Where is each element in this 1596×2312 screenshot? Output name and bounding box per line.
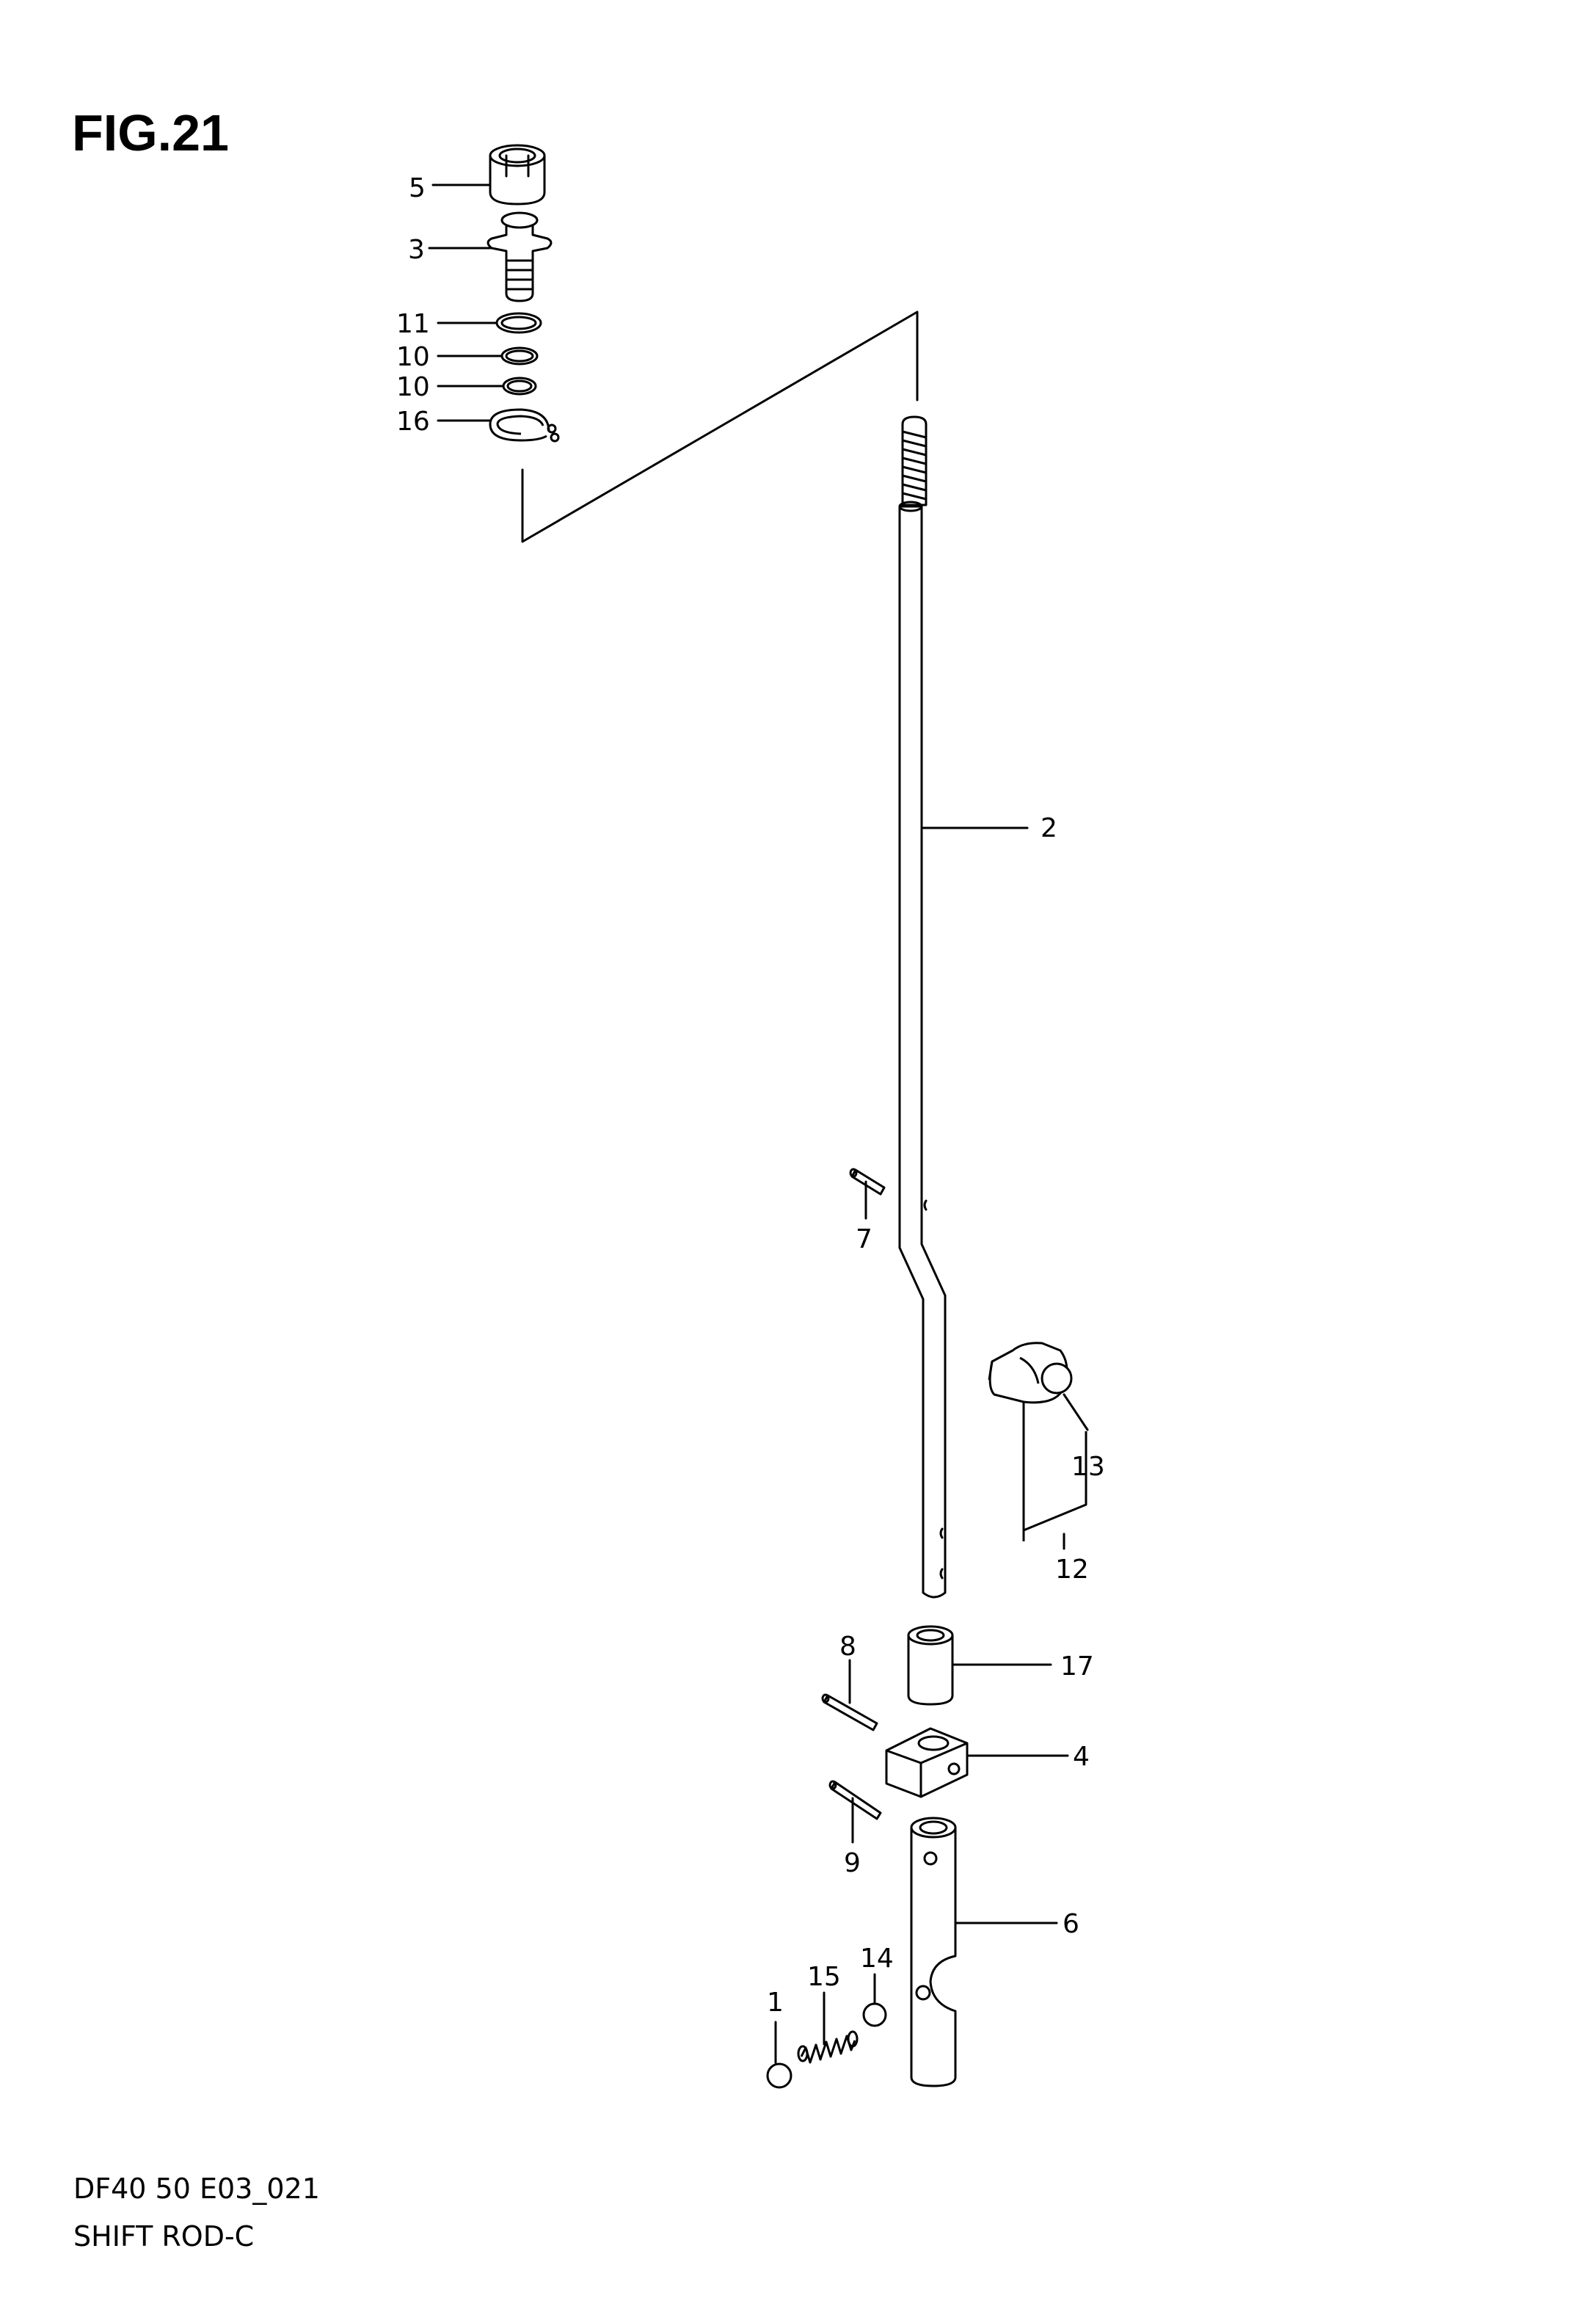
indicator-break (706, 406, 732, 425)
part-15-spring (797, 2030, 859, 2064)
callout-11: 11 (396, 309, 430, 339)
part-5-bushing (489, 144, 546, 206)
part-14-ball (862, 2002, 887, 2027)
part-11-o-ring (495, 312, 542, 334)
callout-17: 17 (1060, 1651, 1094, 1682)
figure-title: FIG.21 (72, 104, 229, 161)
part-17-collar (907, 1625, 954, 1706)
part-7-pin (849, 1168, 886, 1196)
part-2-shift-rod (898, 415, 947, 1599)
part-group-name: SHIFT ROD-C (73, 2220, 254, 2253)
model-code: DF40 50 E03_021 (73, 2173, 320, 2205)
callout-13: 13 (1071, 1452, 1105, 1482)
leader-line-13 (1063, 1393, 1089, 1431)
callout-10-upper: 10 (396, 342, 430, 372)
part-16-circlip (489, 408, 560, 443)
part-9-pin (828, 1780, 882, 1820)
callout-14: 14 (860, 1944, 894, 1974)
part-12-holder (1022, 1402, 1087, 1541)
callout-12: 12 (1055, 1555, 1089, 1585)
part-1-ball (766, 2062, 792, 2089)
part-6-lower-shift-rod (910, 1817, 957, 2087)
callout-7: 7 (856, 1224, 872, 1254)
callout-5: 5 (409, 173, 426, 203)
callout-2: 2 (1041, 813, 1057, 843)
callout-10-lower: 10 (396, 372, 430, 402)
part-4-cam-block (885, 1727, 969, 1798)
callout-8: 8 (839, 1632, 856, 1662)
part-10-o-ring-upper (500, 346, 539, 366)
callout-4: 4 (1073, 1742, 1090, 1772)
callout-6: 6 (1063, 1909, 1079, 1939)
part-3-guide (487, 211, 553, 302)
callout-9: 9 (844, 1848, 861, 1878)
part-10-o-ring-lower (502, 377, 537, 396)
callout-15: 15 (807, 1962, 841, 1992)
callout-3: 3 (408, 235, 425, 265)
part-8-pin (821, 1693, 878, 1731)
assembly-indicator-line (521, 310, 919, 543)
callout-16: 16 (396, 407, 430, 437)
callout-1: 1 (767, 1988, 784, 2018)
part-13-clip (988, 1342, 1073, 1404)
